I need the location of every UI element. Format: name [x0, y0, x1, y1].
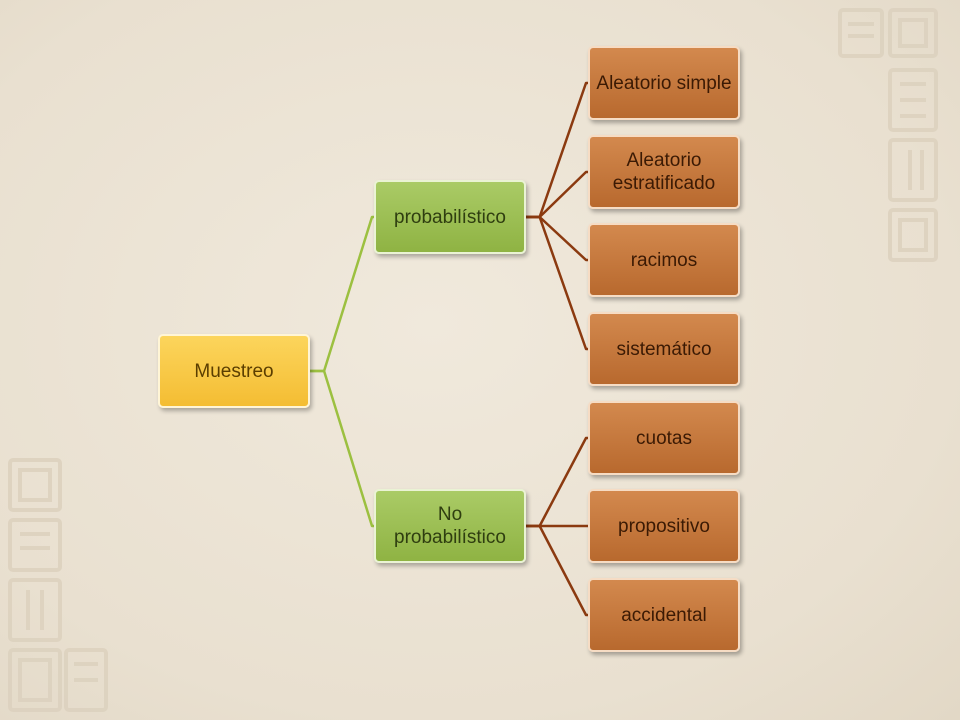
leaf-node-label: accidental	[621, 604, 707, 626]
branch-node-no-probabilistico: No probabilístico	[374, 489, 526, 563]
branch-node-label: No probabilístico	[394, 504, 506, 548]
connector-probabilistico-sistematico	[526, 215, 588, 351]
connector-no-probabilistico-accidental	[526, 524, 588, 617]
leaf-node-label: Aleatorio estratificado	[612, 150, 716, 194]
connector-root-probabilistico	[310, 215, 374, 373]
leaf-node-label: propositivo	[618, 515, 710, 537]
leaf-node-label: Aleatorio simple	[596, 72, 732, 94]
leaf-node-label: sistemático	[616, 338, 712, 360]
connector-probabilistico-aleatorio-estratificado	[526, 170, 588, 219]
root-node-muestreo: Muestreo	[158, 334, 310, 408]
leaf-node-cuotas: cuotas	[588, 401, 740, 475]
connector-no-probabilistico-cuotas	[526, 436, 588, 528]
leaf-node-propositivo: propositivo	[588, 489, 740, 563]
root-node-label: Muestreo	[194, 360, 274, 382]
leaf-node-label: racimos	[630, 249, 698, 271]
branch-node-label: probabilístico	[394, 206, 506, 228]
leaf-node-label: cuotas	[636, 427, 692, 449]
connector-root-no-probabilistico	[310, 369, 374, 528]
leaf-node-aleatorio-simple: Aleatorio simple	[588, 46, 740, 120]
connector-probabilistico-racimos	[526, 215, 588, 262]
connector-probabilistico-aleatorio-simple	[526, 81, 588, 219]
leaf-node-accidental: accidental	[588, 578, 740, 652]
leaf-node-racimos: racimos	[588, 223, 740, 297]
leaf-node-sistematico: sistemático	[588, 312, 740, 386]
branch-node-probabilistico: probabilístico	[374, 180, 526, 254]
leaf-node-aleatorio-estratificado: Aleatorio estratificado	[588, 135, 740, 209]
